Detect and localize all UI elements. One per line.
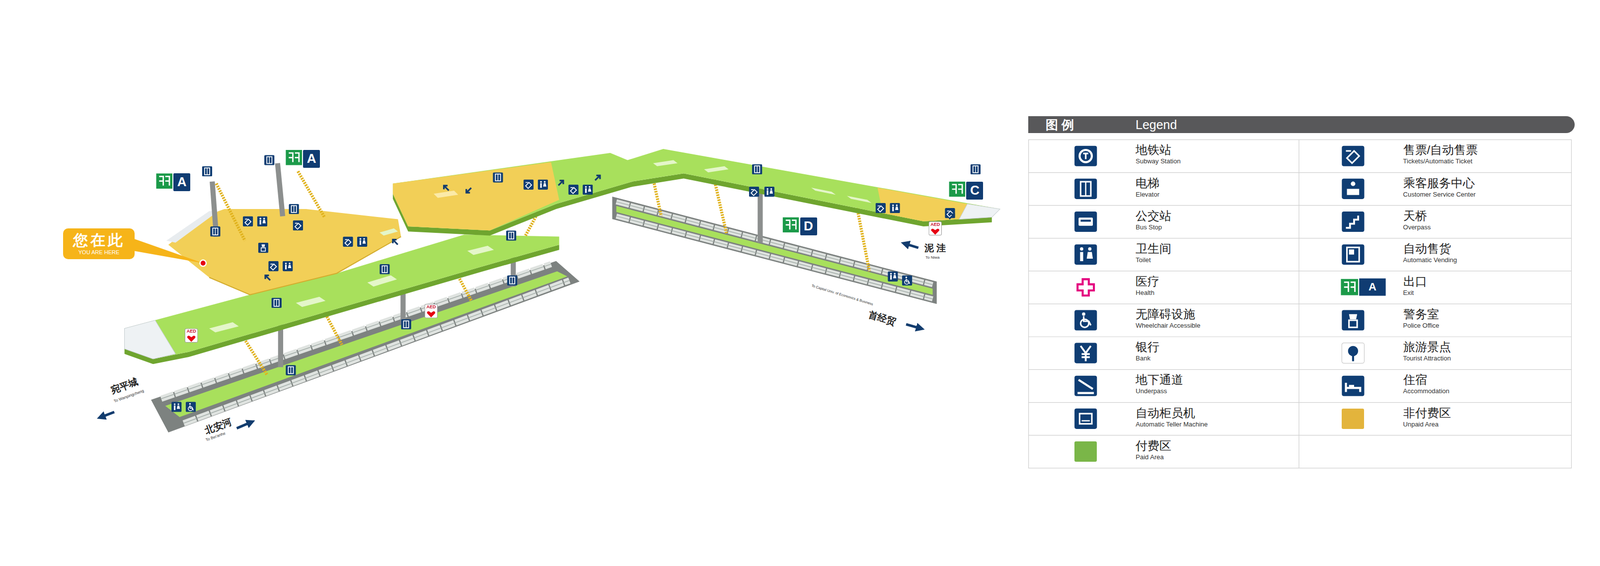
exit-letter: A — [306, 151, 317, 167]
legend-text: 医疗 — [1135, 274, 1160, 289]
exit-letter-box: A — [173, 173, 191, 192]
legend-english: Paid Area — [1135, 454, 1164, 462]
legend-english: Accommodation — [1403, 387, 1450, 396]
callout-subtitle: YOU ARE HERE — [78, 249, 120, 256]
legend-text: 旅游景点 — [1403, 340, 1451, 355]
legend-text: 银行 — [1135, 340, 1160, 355]
legend-english: Subway Station — [1135, 157, 1181, 166]
legend-heading-cn: 图 例 — [1045, 117, 1074, 133]
direction-station: 首经贸 — [866, 308, 899, 329]
legend-header-bar: 图 例 Legend — [1028, 116, 1575, 134]
legend-text: 地铁站 — [1135, 143, 1172, 157]
legend-english: Wheelchair Accessible — [1135, 322, 1201, 330]
exit-letter: C — [970, 183, 980, 199]
legend-text: 自动柜员机 — [1135, 406, 1196, 421]
legend-english: Customer Service Center — [1403, 191, 1476, 199]
direction-station: 泥 洼 — [923, 242, 947, 254]
legend-text: 警务室 — [1403, 307, 1440, 322]
legend-english: Tickets/Automatic Ticket — [1403, 157, 1473, 166]
legend-english: Overpass — [1403, 224, 1432, 232]
aed-text: AED — [186, 328, 197, 334]
direction-english: To Capital Univ. of Economics & Business — [810, 283, 875, 307]
legend-text: 乘客服务中心 — [1403, 176, 1475, 191]
legend-swatch — [1074, 441, 1097, 462]
legend-text: 自动售货 — [1403, 241, 1451, 256]
legend-text: 住宿 — [1403, 373, 1428, 387]
legend-text: 出口 — [1403, 274, 1428, 289]
you-are-here-callout: 您在此YOU ARE HERE — [63, 228, 135, 260]
legend-english: Exit — [1403, 289, 1415, 298]
legend-english: Automatic Teller Machine — [1135, 421, 1208, 429]
legend-text: 公交站 — [1135, 209, 1172, 224]
legend-english: Bank — [1135, 355, 1151, 363]
legend-english: Health — [1135, 289, 1155, 298]
exit-letter-box: D — [800, 217, 818, 236]
legend-english: Unpaid Area — [1403, 421, 1440, 429]
legend-english: Elevator — [1135, 191, 1160, 199]
legend-heading-en: Legend — [1135, 117, 1177, 133]
legend-text: 电梯 — [1135, 176, 1160, 191]
legend-text: 非付费区 — [1403, 406, 1451, 421]
legend-english: Police Office — [1403, 322, 1440, 330]
legend-english: Underpass — [1135, 387, 1167, 396]
direction-english: To Niwa — [924, 255, 941, 260]
legend-text: 地下通道 — [1135, 373, 1184, 387]
legend-text: 无障碍设施 — [1135, 307, 1196, 322]
exit-letter-box: A — [303, 150, 320, 168]
exit-letter: A — [177, 174, 187, 190]
aed-text: AED — [930, 222, 940, 228]
legend-swatch — [1341, 408, 1365, 430]
legend-text: 付费区 — [1135, 439, 1172, 454]
legend-english: Toilet — [1135, 256, 1151, 265]
callout-title: 您在此 — [73, 231, 126, 250]
legend-text: 天桥 — [1403, 209, 1428, 224]
legend-english: Automatic Vending — [1403, 256, 1457, 265]
aed-text: AED — [426, 304, 436, 310]
legend-text: 卫生间 — [1135, 241, 1172, 256]
exit-letter: D — [803, 219, 814, 234]
legend-text: 售票/自动售票 — [1403, 143, 1479, 157]
exit-letter-box: C — [966, 181, 984, 200]
legend-english: Bus Stop — [1135, 224, 1162, 232]
legend-english: Tourist Attraction — [1403, 355, 1451, 363]
legend-exit-letter: A — [1368, 281, 1377, 294]
